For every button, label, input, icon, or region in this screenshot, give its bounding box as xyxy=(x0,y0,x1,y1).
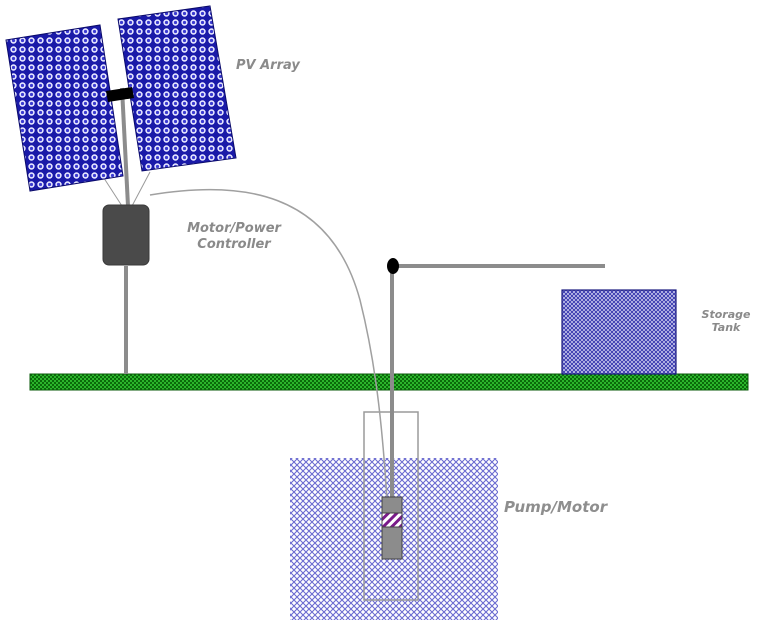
pv-mount-pole xyxy=(120,87,130,207)
pv-mount-bracket xyxy=(106,87,134,102)
pv-panel-right xyxy=(117,5,237,172)
storage-tank-label-line2: Tank xyxy=(711,321,741,335)
pump-upper-body xyxy=(381,496,403,514)
motor-power-controller xyxy=(102,204,150,266)
storage-tank xyxy=(561,289,677,375)
pipe-elbow xyxy=(387,258,399,274)
pv-wire-right xyxy=(131,171,151,207)
pump-motor-label: Pump/Motor xyxy=(504,498,608,516)
controller-label-line1: Motor/Power xyxy=(187,221,281,236)
pump-intake xyxy=(381,512,403,528)
pump-motor-body xyxy=(381,526,403,560)
pv-array-label: PV Array xyxy=(236,58,300,73)
controller-label-line2: Controller xyxy=(197,236,271,252)
controller-label: Motor/Power Controller xyxy=(172,221,296,252)
storage-tank-label-line1: Storage xyxy=(701,308,751,321)
power-cable xyxy=(149,188,388,501)
pv-panel-left xyxy=(5,24,124,192)
ground-surface xyxy=(29,373,749,391)
storage-tank-label: Storage Tank xyxy=(690,308,762,334)
